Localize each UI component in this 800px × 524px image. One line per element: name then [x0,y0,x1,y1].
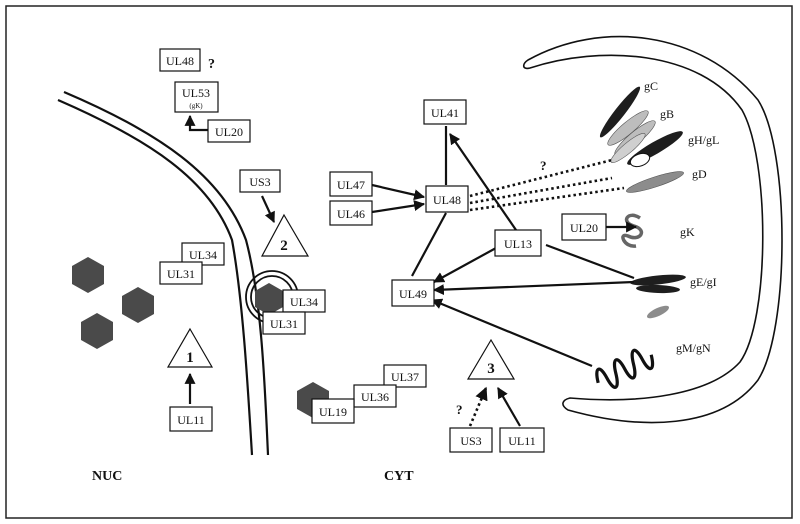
protein-ul13: UL13 [504,237,532,251]
protein-box [262,311,306,335]
figure-frame [5,5,793,519]
step-1-label: 1 [186,350,194,366]
protein-box [174,81,219,113]
nuclear-capsid [81,313,113,349]
unknown-mark: ? [208,57,215,72]
protein-ul34-a: UL34 [189,248,217,262]
protein-box [207,119,251,143]
protein-box [391,279,435,307]
protein-box [311,398,355,424]
protein-ul20-top: UL20 [215,125,243,139]
protein-box [159,48,201,72]
step-3-triangle: 3 [466,338,516,380]
protein-ul49: UL49 [399,287,427,301]
label-gegi: gE/gI [690,275,717,289]
protein-ul20-mid: UL20 [570,221,598,235]
step-2-label: 2 [280,238,288,254]
unknown-mark: ? [456,402,463,417]
protein-us3-bottom: US3 [460,434,481,448]
glycoprotein-gegi [630,274,686,294]
label-gd: gD [692,167,707,181]
protein-box [329,200,373,226]
protein-ul48-mid: UL48 [433,193,461,207]
interaction-lines [184,114,638,427]
protein-ul11-left: UL11 [177,413,205,427]
label-gk: gK [680,225,695,239]
golgi-membrane [522,35,783,424]
protein-ul53: UL53 [182,86,210,100]
protein-box [499,427,545,453]
protein-box [159,261,203,285]
glycoprotein-gb [607,110,656,163]
nuclear-capsid [72,257,104,293]
protein-ul48-top: UL48 [166,54,194,68]
nuclear-capsid [122,287,154,323]
protein-box [329,171,373,197]
compartment-nucleus-label: NUC [92,469,122,484]
protein-box [239,169,281,193]
protein-ul31-a: UL31 [167,267,195,281]
glycoprotein-gk [621,213,644,248]
protein-box [383,364,427,388]
glycoprotein-gc [599,86,641,138]
glycoprotein-ghgl [627,131,683,168]
label-gmgn: gM/gN [676,341,711,355]
label-ghgl: gH/gL [688,133,719,147]
protein-us3-top: US3 [249,175,270,189]
nuclear-envelope [57,90,270,456]
protein-box [425,185,469,213]
protein-ul36: UL36 [361,390,389,404]
protein-ul47: UL47 [337,178,365,192]
protein-ul34-b: UL34 [290,295,318,309]
protein-box [353,384,397,408]
step-1-triangle: 1 [166,327,214,368]
protein-ul19: UL19 [319,405,347,419]
compartment-cytoplasm-label: CYT [384,469,414,484]
glycoprotein-gmgn [595,305,670,389]
protein-ul46: UL46 [337,207,365,221]
protein-box [561,213,607,241]
protein-box [449,427,493,453]
glycoprotein-gd [626,171,684,193]
unknown-mark: ? [540,158,547,173]
protein-box [423,99,467,125]
protein-ul41: UL41 [431,106,459,120]
protein-ul31-b: UL31 [270,317,298,331]
label-gc: gC [644,79,658,93]
protein-ul37: UL37 [391,370,419,384]
budding-capsid [255,283,283,315]
protein-box [169,406,213,432]
label-gb: gB [660,107,674,121]
step-3-label: 3 [487,361,495,377]
protein-box [494,229,542,257]
protein-ul53-subtitle: (gK) [189,102,203,110]
protein-ul11-bottom: UL11 [508,434,536,448]
step-2-triangle: 2 [260,213,310,257]
protein-box [181,242,225,266]
